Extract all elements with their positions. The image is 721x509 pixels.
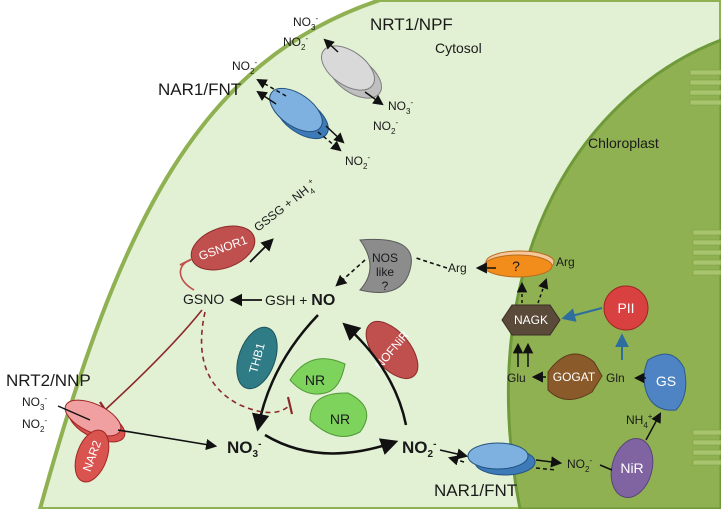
gogat-enzyme [547, 353, 603, 400]
svg-text:NO3-: NO3- [293, 14, 318, 32]
svg-text:NO2-: NO2- [232, 58, 257, 76]
arg-cyt-label: Arg [448, 261, 467, 275]
arg-transporter-label: ? [512, 258, 520, 274]
svg-text:NO2-: NO2- [567, 456, 592, 474]
nar2-protein [74, 429, 110, 483]
svg-text:GSH + NO: GSH + NO [265, 292, 335, 309]
nar1-top-transporter [269, 87, 329, 140]
thylakoid-stacks [689, 69, 721, 466]
nrt2-label: NRT2/NNP [6, 371, 91, 390]
arg-chl-label: Arg [556, 255, 575, 269]
svg-text:NH4+: NH4+ [626, 412, 653, 430]
svg-text:NO3-: NO3- [22, 394, 47, 412]
svg-text:GOGAT: GOGAT [553, 370, 596, 384]
svg-text:NO2-: NO2- [345, 153, 370, 171]
nrt1-label: NRT1/NPF [370, 15, 453, 34]
svg-text:NO2-: NO2- [283, 34, 308, 52]
nar1-top-label: NAR1/FNT [158, 80, 241, 99]
glu-label: Glu [507, 371, 526, 385]
svg-text:NiR: NiR [620, 460, 643, 476]
nrt2-transporter [64, 399, 126, 443]
thb1-enzyme [236, 326, 278, 390]
svg-text:NO2-: NO2- [402, 438, 436, 460]
cytosol-label: Cytosol [435, 40, 482, 56]
nar1-bottom-transporter [467, 442, 536, 476]
svg-text:NO2-: NO2- [22, 416, 47, 434]
svg-text:GS: GS [656, 373, 676, 389]
gln-label: Gln [606, 371, 625, 385]
gs-enzyme [643, 353, 687, 411]
svg-text:NOS: NOS [372, 251, 398, 265]
chloroplast-label: Chloroplast [588, 135, 659, 151]
svg-text:NR: NR [305, 372, 325, 388]
gsno-label: GSNO [183, 291, 224, 307]
nos-like-enzyme [359, 238, 412, 293]
nar1-bottom-label: NAR1/FNT [434, 481, 517, 500]
svg-text:?: ? [382, 279, 389, 293]
pii-protein [603, 285, 649, 331]
svg-text:NO3-: NO3- [227, 438, 261, 460]
svg-text:NR: NR [330, 411, 350, 427]
svg-text:NAGK: NAGK [514, 313, 548, 327]
svg-text:NO2-: NO2- [373, 118, 398, 136]
svg-text:like: like [376, 265, 394, 279]
svg-text:PII: PII [617, 300, 634, 316]
nrt1-transporter [321, 45, 382, 99]
svg-text:NO3-: NO3- [388, 98, 413, 116]
nir-enzyme [610, 438, 654, 498]
nr-enzyme [289, 358, 368, 437]
nagk-enzyme [501, 304, 561, 336]
